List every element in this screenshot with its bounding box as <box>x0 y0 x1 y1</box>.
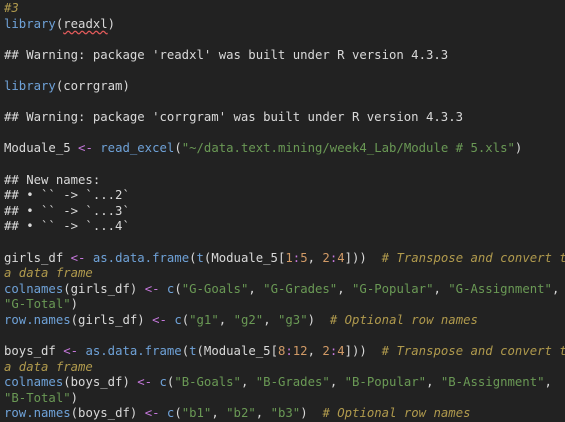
function-name: library <box>4 16 56 31</box>
variable: girls_df <box>4 250 64 265</box>
string-literal: "G-Total" <box>4 297 71 312</box>
output-line: ## New names: <box>4 173 562 189</box>
variable: Moduale_5 <box>4 141 71 156</box>
function-name: colnames <box>4 375 64 390</box>
code-line: a data frame <box>4 266 562 282</box>
output-line: ## Warning: package 'corrgram' was built… <box>4 110 562 126</box>
variable: girls_df <box>78 312 138 327</box>
function-name: colnames <box>4 281 64 296</box>
string-literal: "G-Assignment" <box>448 281 552 296</box>
code-line: library(corrgram) <box>4 78 130 93</box>
string-literal: "B-Popular" <box>344 375 427 390</box>
number: 8 <box>277 344 286 359</box>
comment: a data frame <box>4 266 93 281</box>
variable: girls_df <box>70 281 130 296</box>
code-line: "G-Total") <box>4 297 79 312</box>
code-line: Moduale_5 <- read_excel("~/data.text.min… <box>4 141 523 156</box>
comment: a data frame <box>4 359 93 374</box>
number: 1 <box>285 250 293 265</box>
function-name: as.data.frame <box>92 250 190 265</box>
function-name: t <box>196 250 204 265</box>
number: 4 <box>337 344 345 359</box>
string-literal: "G-Goals" <box>181 281 249 296</box>
warning-text: ## Warning: package 'corrgram' was built… <box>4 110 464 125</box>
string-literal: "B-Total" <box>4 390 71 405</box>
string-literal: "g3" <box>278 312 308 327</box>
r-console-output[interactable]: #3 library(readxl) ## Warning: package '… <box>4 1 565 422</box>
code-line: colnames(boys_df) <- c("B-Goals", "B-Gra… <box>4 375 552 390</box>
number: 4 <box>337 250 345 265</box>
string-literal: "B-Goals" <box>174 375 241 390</box>
code-line: girls_df <- as.data.frame(t(Moduale_5[1:… <box>4 250 565 267</box>
function-name: as.data.frame <box>85 344 182 359</box>
comment: #3 <box>4 1 19 15</box>
output-line: ## Warning: package 'readxl' was built u… <box>4 48 562 64</box>
string-literal: "g2" <box>233 312 264 327</box>
number: 12 <box>292 344 308 359</box>
warning-text: ## Warning: package 'readxl' was built u… <box>4 47 449 62</box>
string-literal: "B-Grades" <box>255 375 330 390</box>
code-line: boys_df <- as.data.frame(t(Moduale_5[8:1… <box>4 344 565 360</box>
code-line: "B-Total") <box>4 390 79 405</box>
variable: boys_df <box>4 344 56 359</box>
output-text: ## New names: <box>4 172 101 187</box>
comment: # Transpose and convert to <box>381 344 565 359</box>
number: 2 <box>322 344 330 359</box>
function-name: t <box>189 344 197 359</box>
comment: # Optional row names <box>329 312 478 327</box>
code-line: colnames(girls_df) <- c("G-Goals", "G-Gr… <box>4 281 560 296</box>
output-line: ## • `` -> `...4` <box>4 219 562 235</box>
code-line: row.names(girls_df) <- c("g1", "g2", "g3… <box>4 312 478 327</box>
function-name: read_excel <box>100 141 175 156</box>
function-name: row.names <box>4 312 71 327</box>
code-line: library(readxl) <box>4 16 116 31</box>
output-text: ## • `` -> `...4` <box>4 219 130 234</box>
string-literal: "G-Grades" <box>263 281 338 296</box>
output-line: ## • `` -> `...2` <box>4 188 562 204</box>
argument: corrgram <box>63 78 123 93</box>
string-literal: "B-Assignment" <box>440 375 545 390</box>
assign-operator: <- <box>78 141 93 156</box>
variable: Moduale_5 <box>211 250 278 265</box>
output-line: ## • `` -> `...3` <box>4 204 562 220</box>
function-name: library <box>4 78 56 93</box>
code-line: #3 <box>4 1 562 17</box>
number: 5 <box>300 250 308 265</box>
string-literal: "~/data.text.mining/week4_Lab/Module # 5… <box>181 141 515 156</box>
code-line: a data frame <box>4 360 562 376</box>
variable: Moduale_5 <box>203 344 271 359</box>
output-text: ## • `` -> `...3` <box>4 203 130 218</box>
number: 2 <box>322 250 330 265</box>
string-literal: "G-Popular" <box>352 281 434 296</box>
comment: # Transpose and convert to <box>381 250 565 265</box>
variable: boys_df <box>70 375 123 390</box>
argument: readxl <box>63 16 108 31</box>
string-literal: "g1" <box>189 312 219 327</box>
output-text: ## • `` -> `...2` <box>4 188 130 203</box>
